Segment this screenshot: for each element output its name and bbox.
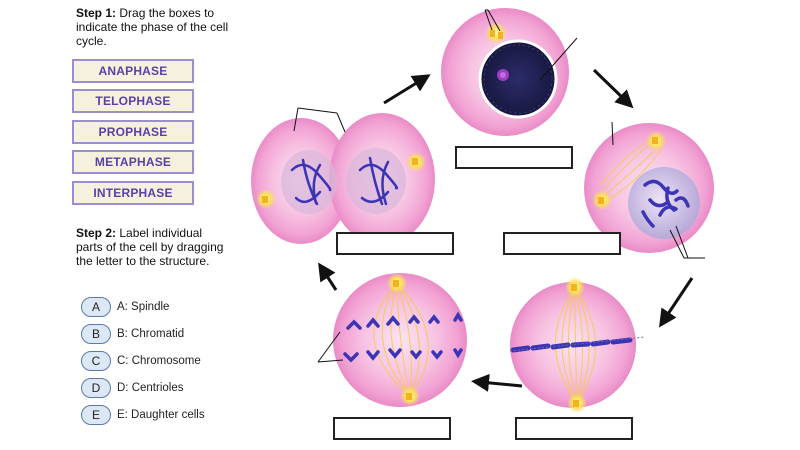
anaphase-cell bbox=[318, 273, 467, 407]
arrow-prophase-to-metaphase bbox=[664, 278, 692, 320]
telophase-cells bbox=[251, 108, 435, 245]
drop-box-prophase-cell[interactable] bbox=[503, 232, 621, 255]
drop-box-interphase-cell[interactable] bbox=[455, 146, 573, 169]
arrow-metaphase-to-anaphase bbox=[480, 382, 522, 386]
interphase-cell bbox=[441, 8, 577, 136]
drop-box-anaphase-cell[interactable] bbox=[333, 417, 451, 440]
drop-box-telophase-cell[interactable] bbox=[336, 232, 454, 255]
metaphase-cell bbox=[510, 277, 645, 413]
drop-box-metaphase-cell[interactable] bbox=[515, 417, 633, 440]
arrow-telophase-to-interphase bbox=[384, 79, 423, 103]
arrow-anaphase-to-telophase bbox=[323, 270, 336, 290]
arrow-interphase-to-prophase bbox=[594, 70, 627, 102]
